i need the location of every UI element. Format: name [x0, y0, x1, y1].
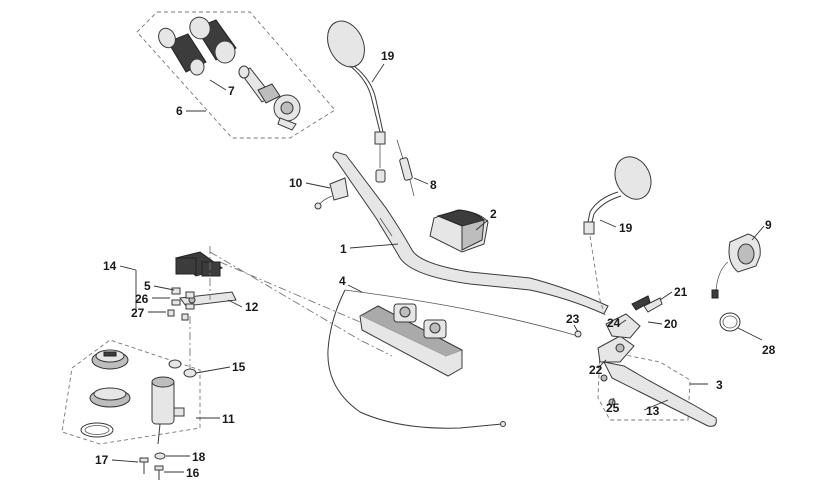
ignition-barrel: [151, 376, 185, 445]
clamp-alignment-line: [209, 251, 393, 357]
callout-11: 11: [222, 412, 235, 426]
grip-kit-frame: [136, 11, 336, 139]
callout-3: 3: [716, 378, 723, 392]
callout-8: 8: [430, 178, 437, 192]
clutch-cable-inner: [344, 289, 579, 337]
callout-14: 14: [103, 259, 117, 273]
clip-ring: [719, 312, 741, 332]
leader-lines: [111, 63, 765, 473]
callout-7: 7: [228, 84, 235, 98]
handlebar: [332, 151, 609, 315]
cable-end: [500, 421, 506, 427]
instrument-display: [429, 209, 489, 253]
ignition-group-frame: [61, 339, 201, 445]
perch-alignment-line: [589, 235, 607, 319]
callout-18: 18: [192, 450, 206, 464]
right-mirror: [583, 156, 652, 235]
lever-group-frame: [597, 349, 691, 421]
switch-connector: [314, 177, 349, 210]
lever-small-parts: [574, 295, 663, 406]
callout-4: 4: [339, 274, 346, 288]
callout-20: 20: [664, 317, 678, 331]
callout-28: 28: [762, 343, 776, 357]
callout-24: 24: [607, 316, 621, 330]
switch-housing: [711, 233, 761, 299]
callout-19-left-mirror: 19: [381, 49, 395, 63]
top-yoke-clamp: [359, 303, 464, 377]
handlebar-riser: [174, 251, 224, 277]
callout-labels: 1 2 3 4 5 6 7 8 9 10 11 12 13 14 15 16 1…: [95, 49, 776, 480]
callout-25: 25: [606, 401, 620, 415]
callout-12: 12: [245, 300, 259, 314]
callout-16: 16: [186, 466, 200, 480]
callout-21: 21: [674, 285, 688, 299]
callout-13: 13: [646, 404, 660, 418]
callout-15: 15: [232, 360, 246, 374]
callout-23: 23: [566, 312, 580, 326]
callout-9: 9: [765, 218, 772, 232]
bolts: [139, 452, 166, 480]
ignition-cap: [91, 349, 129, 370]
callout-5: 5: [144, 279, 151, 293]
callout-17: 17: [95, 453, 109, 467]
clutch-cable: [327, 289, 503, 429]
callout-26: 26: [135, 292, 149, 306]
left-mirror: [327, 20, 386, 183]
lever-perch: [597, 313, 641, 363]
callout-22: 22: [589, 363, 603, 377]
callout-27: 27: [131, 306, 145, 320]
clutch-lever: [603, 361, 717, 427]
fastener-stack: [167, 287, 195, 321]
throttle-sleeve: [238, 65, 301, 131]
ignition-ring: [89, 387, 131, 408]
left-grip: [158, 27, 207, 76]
ignition-seal: [80, 422, 114, 438]
cable-adjuster: [396, 139, 415, 197]
clamp-alignment-line-2: [219, 261, 361, 323]
nuts: [168, 359, 197, 378]
callout-19-right-mirror: 19: [619, 221, 633, 235]
callout-6: 6: [176, 104, 183, 118]
right-grip: [189, 16, 237, 64]
callout-2: 2: [490, 207, 497, 221]
callout-1: 1: [340, 242, 347, 256]
callout-10: 10: [289, 176, 303, 190]
